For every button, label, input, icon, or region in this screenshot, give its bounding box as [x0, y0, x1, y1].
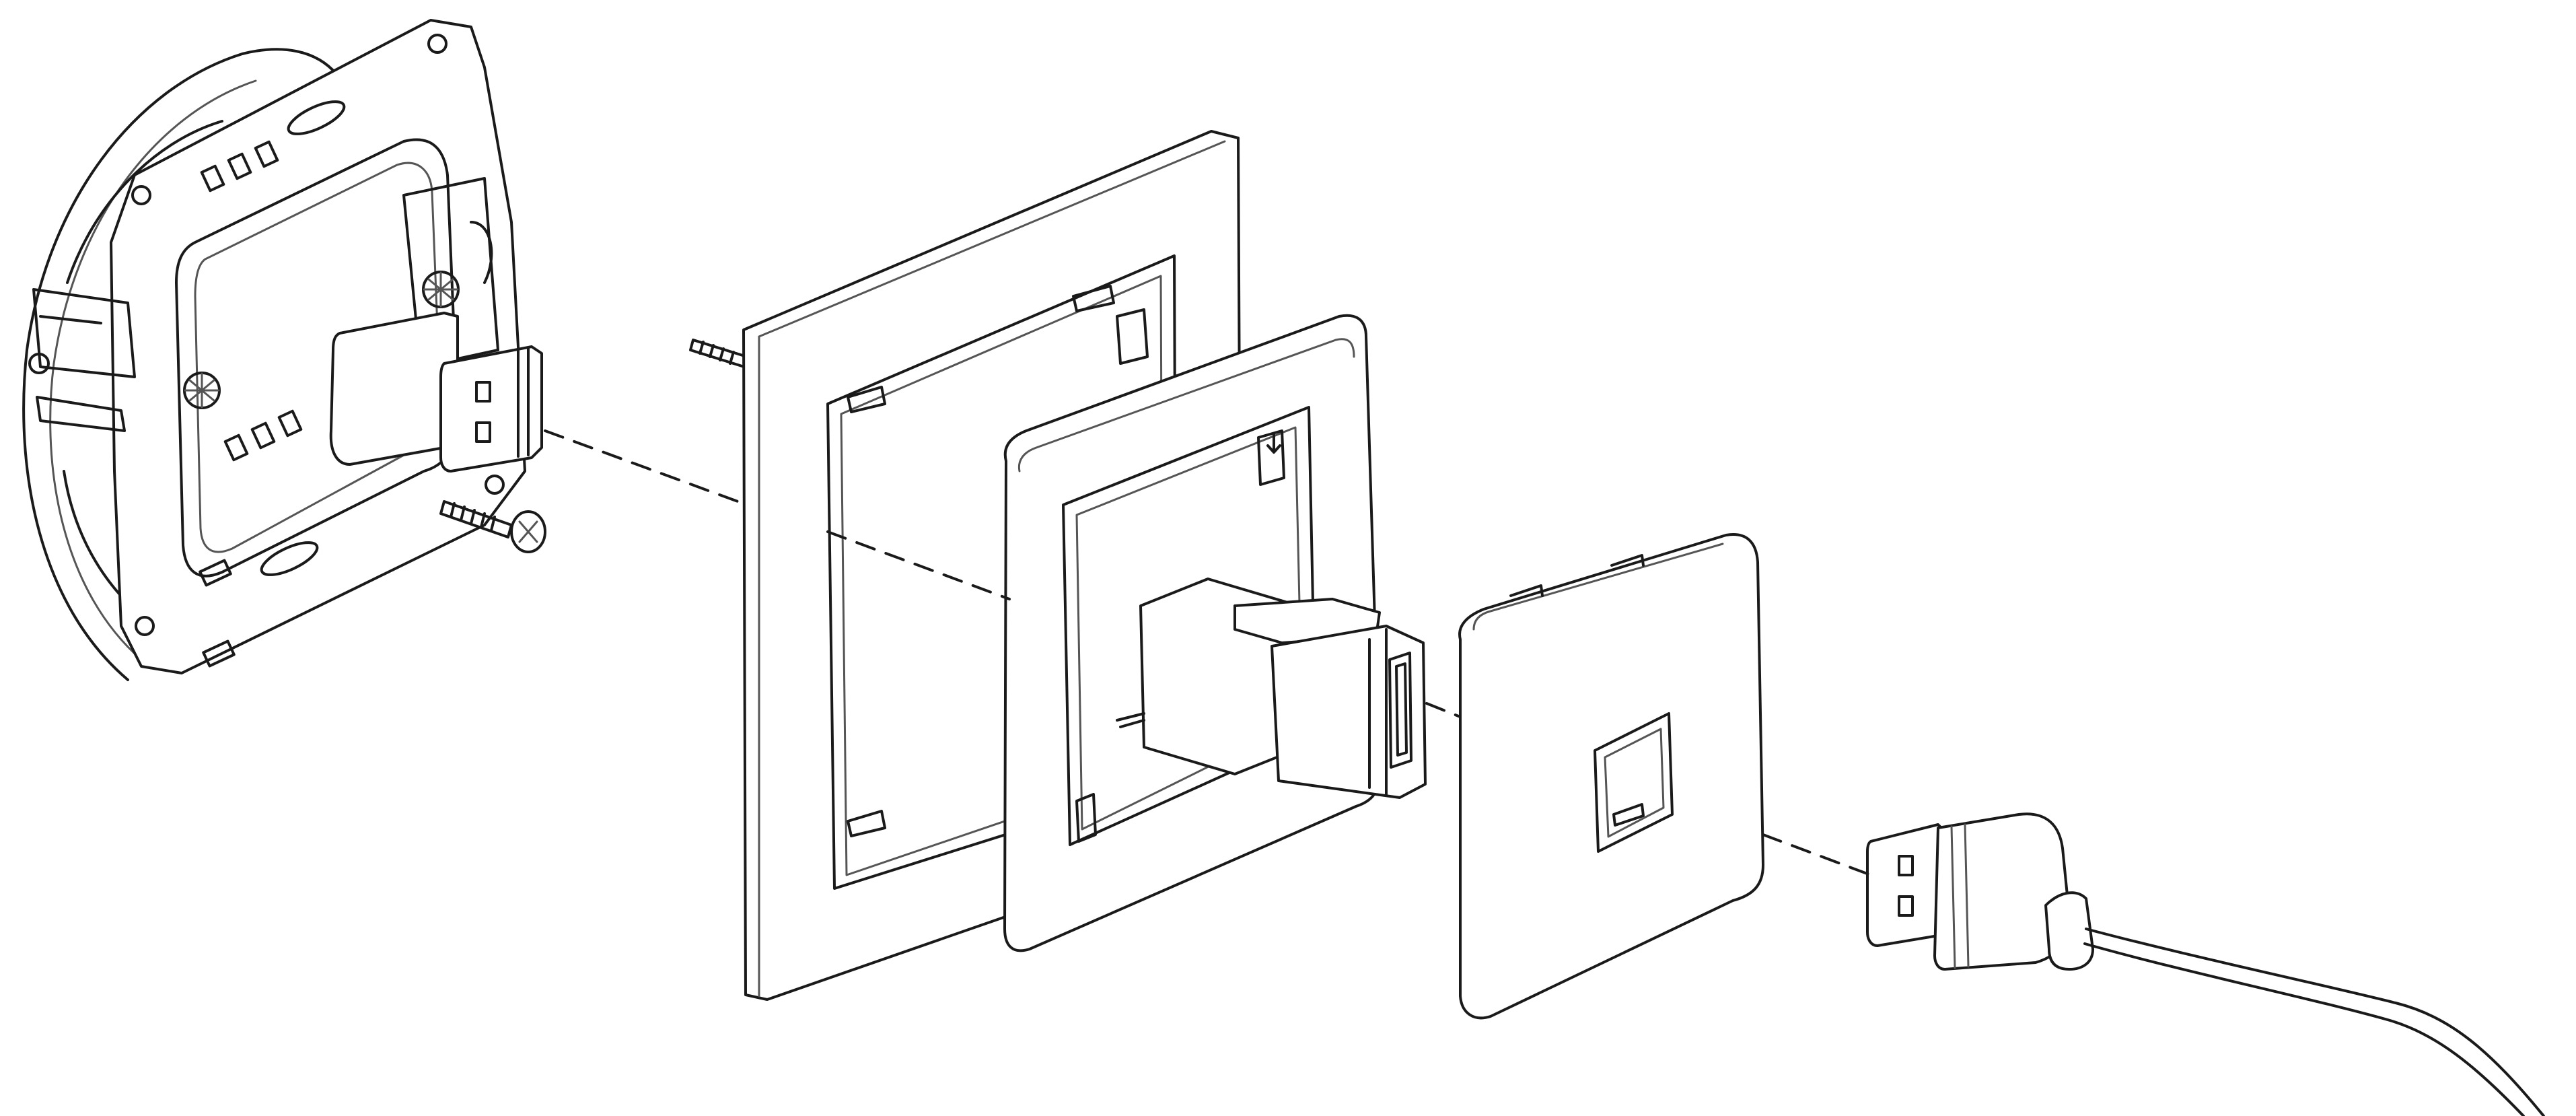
- mounting-box-rim-inner: [49, 79, 257, 661]
- mounting-frame-plate: [110, 19, 526, 674]
- terminal-screw-right-cross: [423, 271, 459, 308]
- usb-plug-with-cable: [1866, 812, 2545, 1116]
- usb-plug-metal: [1866, 823, 1946, 947]
- cover-plate-slot: [1612, 803, 1645, 827]
- frame-hole-top-right: [427, 34, 448, 54]
- socket-pin-top: [475, 381, 491, 403]
- usb-cable-lower: [2083, 942, 2525, 1116]
- usb-keystone-module: [1116, 578, 1427, 799]
- keystone-usb-port: [1388, 652, 1412, 769]
- cover-plate-opening: [1594, 712, 1674, 853]
- keystone-front: [1271, 625, 1427, 799]
- fixing-screw-thread: [450, 502, 496, 532]
- mounting-frame-window: [175, 138, 460, 578]
- frame-hole-top-left: [131, 185, 151, 205]
- mounting-frame: [32, 19, 526, 674]
- cover-frame-inner-edge: [1017, 338, 1355, 473]
- usb-plug-pin-bottom: [1898, 895, 1914, 917]
- mounting-frame-screw: [689, 339, 748, 368]
- socket-plug-side: [517, 347, 530, 458]
- cover-plate-clip-top: [1509, 554, 1645, 597]
- cover-plate-body: [1458, 533, 1764, 1020]
- frame-clip-bottom-left: [847, 810, 886, 837]
- claw-right: [402, 177, 499, 368]
- front-cover-plate: [1458, 533, 1764, 1020]
- socket-body: [329, 312, 459, 466]
- cover-frame-outer-edge: [758, 140, 1226, 998]
- mounting-box: [22, 48, 338, 681]
- keystone-front-face: [1368, 628, 1388, 796]
- keystone-wire: [1116, 712, 1145, 728]
- fixing-screw-shaft: [439, 500, 513, 538]
- frame-clip-top-left: [847, 386, 886, 413]
- fixing-screw-head-cross: [518, 520, 538, 543]
- claw-left: [32, 288, 136, 432]
- terminal-screw-left-cross: [184, 372, 220, 409]
- inner-frame-clip-bottom: [1075, 793, 1097, 843]
- frame-hole-bottom-right: [485, 475, 505, 495]
- slot-bottom: [260, 541, 319, 576]
- frame-clip-right: [1116, 308, 1149, 365]
- assembly-axis-line-4: [1762, 833, 1872, 876]
- usb-plug-strain-relief: [2044, 891, 2094, 971]
- usb-cable: [2085, 928, 2545, 1116]
- slot-top: [287, 100, 346, 135]
- assembly-axis: [544, 429, 1872, 876]
- socket-pin-bottom: [475, 421, 491, 443]
- mounting-box-rim: [22, 48, 338, 681]
- assembly-axis-line-3: [1425, 702, 1462, 718]
- frame-clip-top-right: [1072, 285, 1115, 312]
- usb-plug-housing-edge: [1950, 823, 1970, 969]
- frame-hole-bottom-left: [135, 616, 155, 636]
- frame-slots-small: [199, 140, 303, 668]
- assembly-axis-line-1: [544, 429, 748, 506]
- usb-plug-pin-top: [1898, 855, 1914, 876]
- socket-plug-head: [439, 345, 543, 473]
- assembly-axis-line-2: [826, 530, 1011, 600]
- fixing-screw: [439, 500, 546, 553]
- usb-socket-in-box: [329, 312, 543, 473]
- inner-frame-arrow-icon: [1266, 433, 1281, 454]
- cover-plate-opening-inner: [1604, 728, 1665, 838]
- cover-plate-top-edge: [1472, 543, 1724, 631]
